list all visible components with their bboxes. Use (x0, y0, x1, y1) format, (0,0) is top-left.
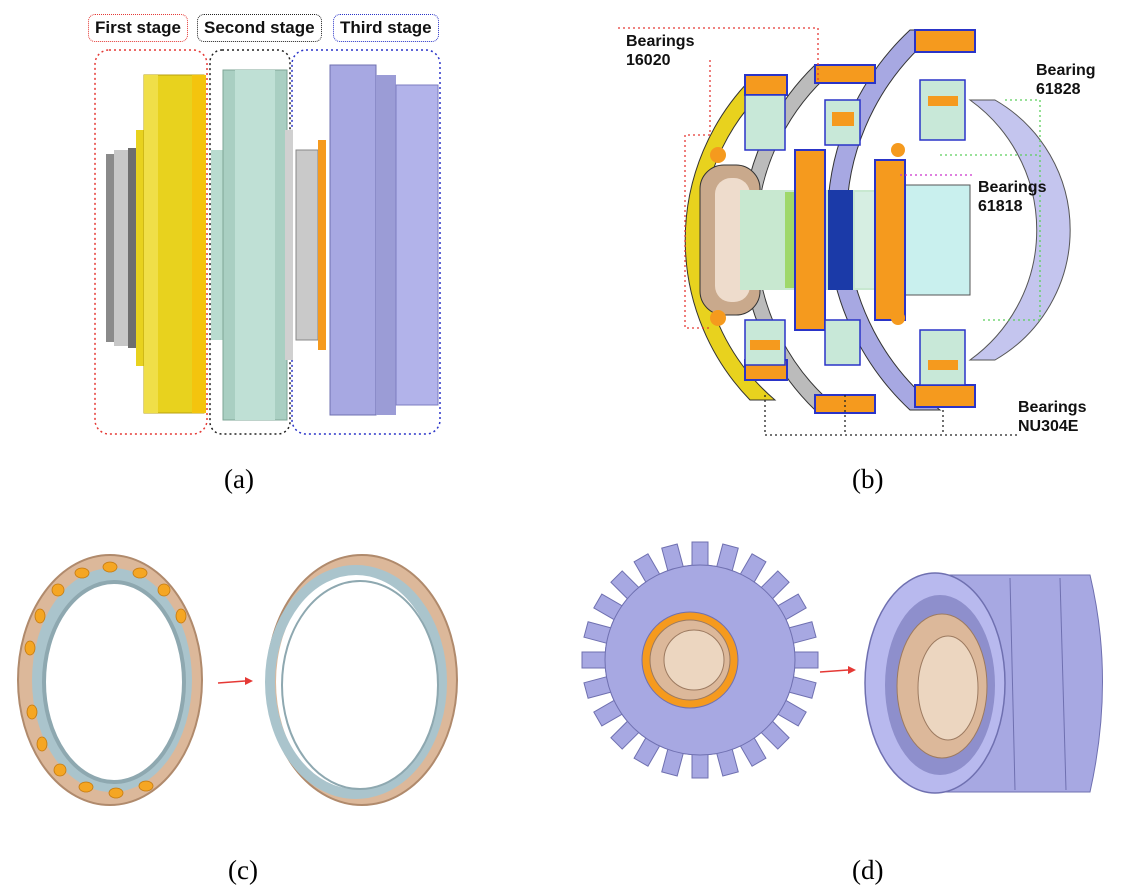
ball-bearing-to-ring-illustration (17, 554, 458, 806)
caption-b: (b) (852, 464, 884, 494)
stage-boxes (94, 49, 441, 435)
bearing-label-nu304e-code: NU304E (1018, 418, 1079, 435)
bearing-label-16020-name: Bearings (626, 33, 695, 50)
panel-d: (d) (581, 530, 1129, 894)
bearing-label-61818-name: Bearings (978, 179, 1047, 196)
bearing-label-61828-name: Bearing (1036, 62, 1096, 79)
panel-c: (c) (0, 530, 480, 894)
caption-d: (d) (852, 855, 884, 885)
third-stage-box (291, 49, 441, 435)
bearing-cross-section (618, 27, 1071, 436)
first-stage-gears (106, 74, 206, 414)
bearing-label-61818-code: 61818 (978, 198, 1023, 215)
bearing-label-61828: Bearing 61828 (1036, 61, 1096, 99)
second-stage-box (209, 49, 291, 435)
bearing-label-nu304e-name: Bearings (1018, 399, 1087, 416)
bearing-label-16020: Bearings 16020 (626, 32, 694, 70)
caption-a: (a) (224, 464, 254, 494)
caption-c: (c) (228, 855, 258, 885)
panel-a: First stage Second stage Third stage (a) (0, 0, 460, 500)
second-stage-gears (211, 69, 293, 421)
bearing-label-16020-code: 16020 (626, 52, 671, 69)
roller-bearing-gear-to-housing-illustration (581, 541, 1103, 794)
first-stage-box (94, 49, 208, 435)
second-stage-label: Second stage (197, 14, 322, 42)
bearing-label-nu304e: Bearings NU304E (1018, 398, 1086, 436)
third-stage-gears (295, 64, 439, 416)
bearing-label-61828-code: 61828 (1036, 81, 1081, 98)
first-stage-label: First stage (88, 14, 188, 42)
bearing-label-61818: Bearings 61818 (978, 178, 1046, 216)
panel-b: Bearings 16020 Bearing 61828 Bearings 61… (600, 0, 1129, 500)
third-stage-label: Third stage (333, 14, 439, 42)
